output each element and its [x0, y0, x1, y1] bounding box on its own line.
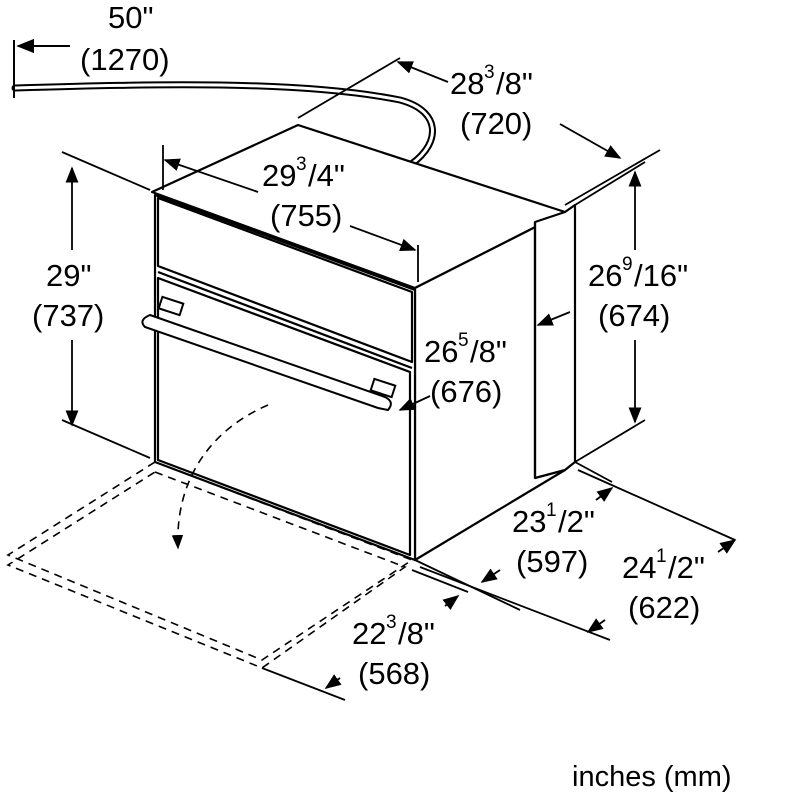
width-front-num: 3 [296, 154, 307, 175]
depth-top-mm: (720) [460, 106, 532, 141]
width-front-den: /4" [308, 158, 345, 193]
door-swing-arrow [171, 404, 269, 550]
total-depth-mm: (622) [628, 590, 700, 625]
width-front-dimension [162, 145, 419, 282]
door-handle [141, 295, 397, 412]
door-depth-den: /8" [470, 334, 507, 369]
total-depth-num: 1 [656, 546, 667, 567]
height-front-mm: (737) [32, 298, 104, 333]
total-depth-whole: 24 [622, 550, 656, 585]
width-front-whole: 29 [262, 158, 296, 193]
cutout-depth-num: 1 [546, 500, 557, 521]
height-front-dimension [61, 151, 151, 459]
height-side-whole: 26 [588, 258, 622, 293]
depth-top-whole: 28 [450, 66, 484, 101]
units-label: inches (mm) [572, 761, 732, 793]
total-depth-den: /2" [668, 550, 705, 585]
control-panel [156, 196, 414, 364]
cutout-depth-mm: (597) [516, 544, 588, 579]
door-swing-dimension [261, 569, 469, 701]
depth-top-num: 3 [484, 62, 495, 83]
cord-dimension: 50" (1270) [16, 0, 170, 77]
height-side-dimension [574, 161, 646, 463]
cord-mm: (1270) [80, 42, 170, 77]
height-front-inches: 29" [46, 258, 92, 293]
depth-top-dimension [297, 57, 661, 206]
door-depth-dimension [398, 311, 571, 411]
door-swing-mm: (568) [358, 656, 430, 691]
cord-inches: 50" [108, 0, 154, 35]
height-side-mm: (674) [598, 298, 670, 333]
door-depth-num: 5 [458, 330, 469, 351]
height-side-den: /16" [634, 258, 688, 293]
trim-flange [533, 203, 577, 480]
width-front-mm: (755) [270, 198, 342, 233]
door-swing-den: /8" [398, 616, 435, 651]
total-depth-dimension [419, 469, 737, 641]
door-swing-num: 3 [386, 612, 397, 633]
door-swing-whole: 22 [352, 616, 386, 651]
height-side-num: 9 [622, 254, 633, 275]
cutout-depth-den: /2" [558, 504, 595, 539]
door-depth-mm: (676) [430, 374, 502, 409]
depth-top-den: /8" [496, 66, 533, 101]
cutout-depth-whole: 23 [512, 504, 546, 539]
oven-body [150, 123, 577, 562]
door-depth-whole: 26 [424, 334, 458, 369]
